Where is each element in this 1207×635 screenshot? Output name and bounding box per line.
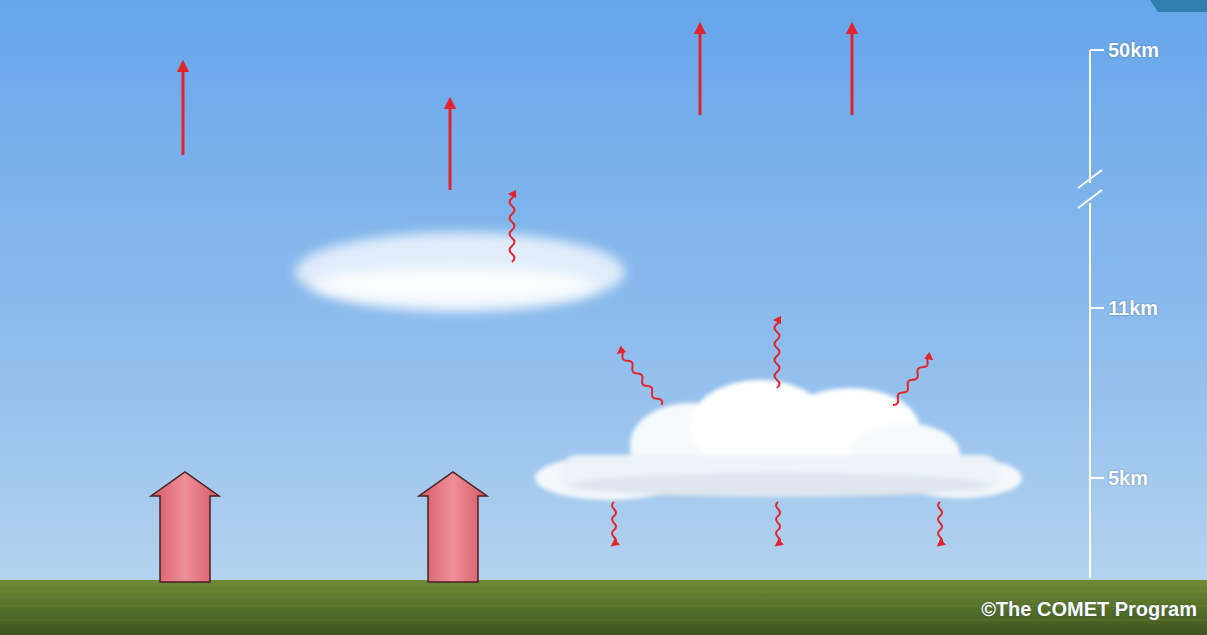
height-label: 50km bbox=[1108, 39, 1159, 61]
cumulus-cloud bbox=[535, 380, 1022, 500]
height-label: 11km bbox=[1108, 297, 1158, 319]
height-label: 5km bbox=[1108, 467, 1148, 489]
cloud-emission-arrows bbox=[510, 194, 943, 544]
height-scale bbox=[1078, 50, 1104, 578]
cirrus-cloud bbox=[295, 232, 625, 312]
copyright-notice: ©The COMET Program bbox=[981, 598, 1197, 620]
corner-tab bbox=[1150, 0, 1207, 12]
ground bbox=[0, 580, 1207, 635]
grass-texture bbox=[0, 592, 1207, 620]
surface-heat-arrows bbox=[151, 472, 487, 582]
outgoing-radiation-arrows bbox=[183, 28, 852, 190]
